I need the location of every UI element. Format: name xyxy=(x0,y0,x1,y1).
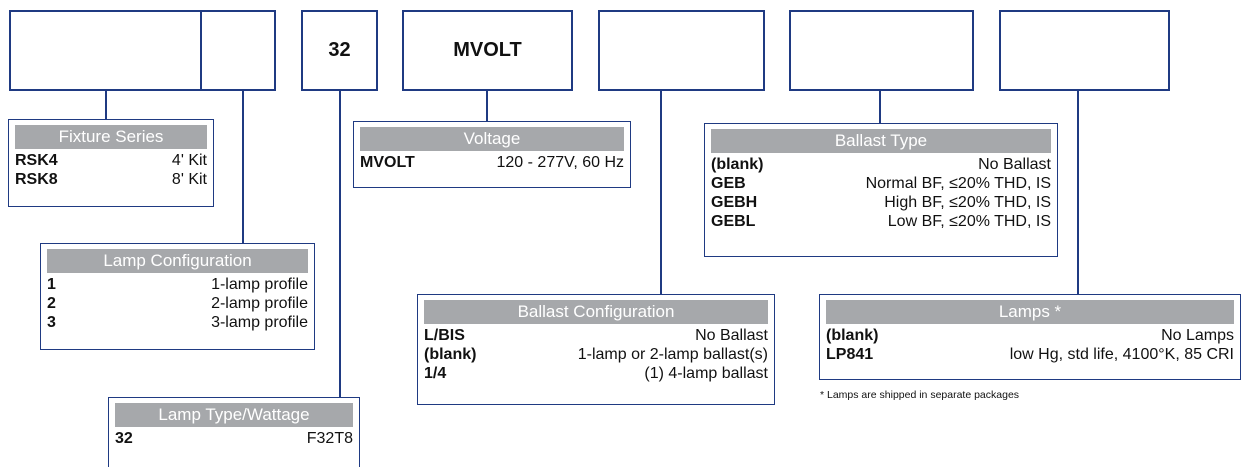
option-desc: No Ballast xyxy=(695,327,768,344)
option-row: RSK4 4' Kit xyxy=(15,151,207,170)
option-desc: 3-lamp profile xyxy=(211,314,308,331)
option-row: MVOLT 120 - 277V, 60 Hz xyxy=(360,153,624,172)
voltage-connector xyxy=(486,91,488,122)
option-desc: 1-lamp profile xyxy=(211,276,308,293)
option-row: GEBH High BF, ≤20% THD, IS xyxy=(711,193,1051,212)
ballast-type-code-box xyxy=(789,10,974,91)
option-desc: No Ballast xyxy=(978,156,1051,173)
option-row: (blank) No Ballast xyxy=(711,155,1051,174)
option-code: RSK8 xyxy=(15,171,58,188)
lamp-type-connector xyxy=(339,91,341,398)
option-desc: 120 - 277V, 60 Hz xyxy=(496,154,625,171)
fixture-series-title: Fixture Series xyxy=(15,125,207,149)
option-row: 32 F32T8 xyxy=(115,429,353,448)
lamps-connector xyxy=(1077,91,1079,295)
lamps-box: Lamps * (blank) No Lamps LP841 low Hg, std… xyxy=(819,294,1241,380)
lamp-configuration-box: Lamp Configuration 1 1-lamp profile 2 2-la… xyxy=(40,243,315,350)
lamps-title: Lamps * xyxy=(826,300,1234,324)
option-row: LP841 low Hg, std life, 4100°K, 85 CRI xyxy=(826,345,1234,364)
voltage-title: Voltage xyxy=(360,127,624,151)
option-code: 2 xyxy=(47,295,56,312)
lamps-code-box xyxy=(999,10,1170,91)
option-code: (blank) xyxy=(711,156,764,173)
ballast-type-connector xyxy=(879,91,881,124)
lamp-type-wattage-box: Lamp Type/Wattage 32 F32T8 xyxy=(108,397,360,467)
option-code: 1/4 xyxy=(424,365,447,382)
option-row: 1/4 (1) 4-lamp ballast xyxy=(424,364,768,383)
option-desc: No Lamps xyxy=(1161,327,1234,344)
lamp-type-wattage-title: Lamp Type/Wattage xyxy=(115,403,353,427)
option-desc: 8' Kit xyxy=(171,171,207,188)
option-desc: 2-lamp profile xyxy=(211,295,308,312)
option-code: 1 xyxy=(47,276,56,293)
lamp-config-code-box xyxy=(200,10,276,91)
lamp-type-code-box: 32 xyxy=(301,10,378,91)
option-code: L/BIS xyxy=(424,327,465,344)
ballast-config-code-box xyxy=(598,10,765,91)
fixture-series-box: Fixture Series RSK4 4' Kit RSK8 8' Kit xyxy=(8,119,214,207)
option-row: (blank) No Lamps xyxy=(826,326,1234,345)
option-desc: 1-lamp or 2-lamp ballast(s) xyxy=(577,346,768,363)
option-desc: (1) 4-lamp ballast xyxy=(644,365,768,382)
lamp-configuration-title: Lamp Configuration xyxy=(47,249,308,273)
option-code: GEBH xyxy=(711,194,758,211)
option-row: (blank) 1-lamp or 2-lamp ballast(s) xyxy=(424,345,768,364)
option-desc: Low BF, ≤20% THD, IS xyxy=(887,213,1051,230)
option-code: 32 xyxy=(115,430,133,447)
option-desc: Normal BF, ≤20% THD, IS xyxy=(865,175,1051,192)
lamp-config-connector xyxy=(242,91,244,244)
option-code: (blank) xyxy=(424,346,477,363)
option-row: GEB Normal BF, ≤20% THD, IS xyxy=(711,174,1051,193)
option-row: 2 2-lamp profile xyxy=(47,294,308,313)
option-code: GEB xyxy=(711,175,746,192)
voltage-code-box: MVOLT xyxy=(402,10,573,91)
option-row: L/BIS No Ballast xyxy=(424,326,768,345)
option-desc: High BF, ≤20% THD, IS xyxy=(884,194,1051,211)
fixture-connector xyxy=(105,91,107,119)
option-code: MVOLT xyxy=(360,154,415,171)
voltage-box: Voltage MVOLT 120 - 277V, 60 Hz xyxy=(353,121,631,188)
ballast-type-title: Ballast Type xyxy=(711,129,1051,153)
option-row: RSK8 8' Kit xyxy=(15,170,207,189)
option-code: GEBL xyxy=(711,213,756,230)
option-desc: low Hg, std life, 4100°K, 85 CRI xyxy=(1009,346,1234,363)
option-desc: 4' Kit xyxy=(171,152,207,169)
option-row: 3 3-lamp profile xyxy=(47,313,308,332)
ballast-configuration-box: Ballast Configuration L/BIS No Ballast (b… xyxy=(417,294,775,405)
ballast-type-box: Ballast Type (blank) No Ballast GEB Normal… xyxy=(704,123,1058,257)
option-code: LP841 xyxy=(826,346,874,363)
fixture-code-box xyxy=(9,10,203,91)
option-desc: F32T8 xyxy=(306,430,353,447)
lamps-footnote: * Lamps are shipped in separate packages xyxy=(820,389,1020,401)
option-code: (blank) xyxy=(826,327,879,344)
ballast-config-connector xyxy=(660,91,662,295)
option-code: 3 xyxy=(47,314,56,331)
option-code: RSK4 xyxy=(15,152,58,169)
ballast-configuration-title: Ballast Configuration xyxy=(424,300,768,324)
option-row: 1 1-lamp profile xyxy=(47,275,308,294)
option-row: GEBL Low BF, ≤20% THD, IS xyxy=(711,212,1051,231)
